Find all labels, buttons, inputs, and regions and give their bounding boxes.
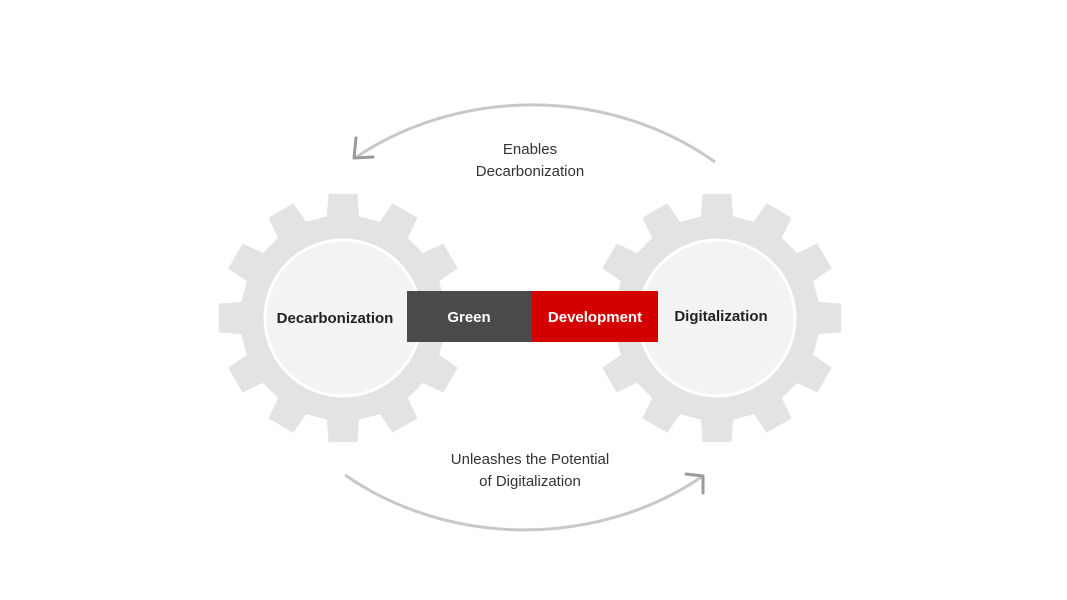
decarbonization-label: Decarbonization xyxy=(277,310,394,327)
digitalization-label: Digitalization xyxy=(674,308,767,325)
bottom-caption-line-1: Unleashes the Potential xyxy=(451,451,609,468)
green-label: Green xyxy=(447,309,490,326)
development-label: Development xyxy=(548,309,642,326)
bottom-arrowhead-icon xyxy=(684,472,705,495)
top-caption-line-2: Decarbonization xyxy=(476,163,584,180)
decarbonization-gear xyxy=(218,193,468,443)
bottom-caption-line-2: of Digitalization xyxy=(479,473,581,490)
development-box xyxy=(532,291,658,342)
green-box xyxy=(407,291,532,342)
top-caption-line-1: Enables xyxy=(503,141,557,158)
top-cycle-arc xyxy=(354,103,716,164)
bottom-cycle-arc xyxy=(344,473,704,532)
top-arrowhead-icon xyxy=(352,136,375,160)
